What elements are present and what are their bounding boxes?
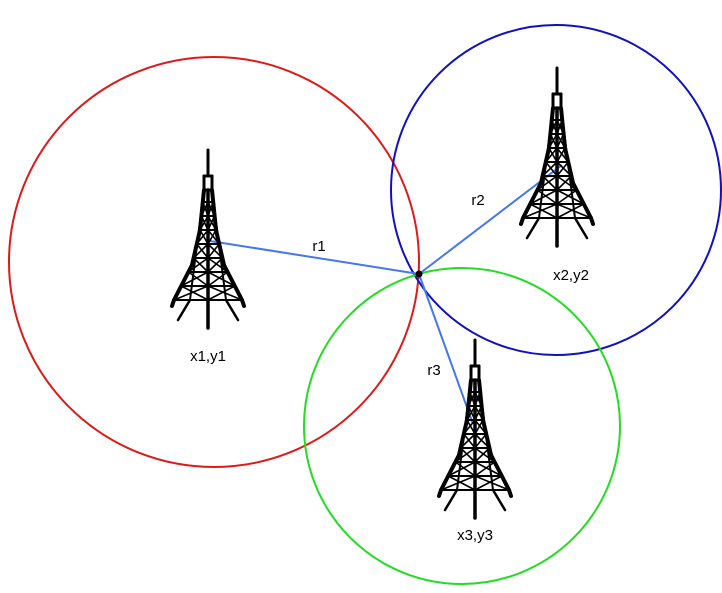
- tower-label-2: x2,y2: [553, 267, 589, 284]
- range-circle-2: [390, 24, 722, 356]
- tower-label-3: x3,y3: [457, 527, 493, 544]
- range-label-r1: r1: [312, 238, 325, 255]
- radio-tower-icon: [519, 66, 595, 248]
- tower-label-1: x1,y1: [190, 348, 226, 365]
- range-line-r1: [209, 240, 420, 275]
- radio-tower-icon: [437, 338, 513, 520]
- range-label-r3: r3: [427, 362, 440, 379]
- range-label-r2: r2: [471, 192, 484, 209]
- intersection-point: [415, 270, 423, 278]
- range-circle-1: [8, 56, 420, 468]
- range-line-r3: [418, 273, 474, 425]
- range-line-r2: [418, 164, 563, 275]
- range-circle-3: [303, 267, 621, 585]
- radio-tower-icon: [170, 148, 246, 330]
